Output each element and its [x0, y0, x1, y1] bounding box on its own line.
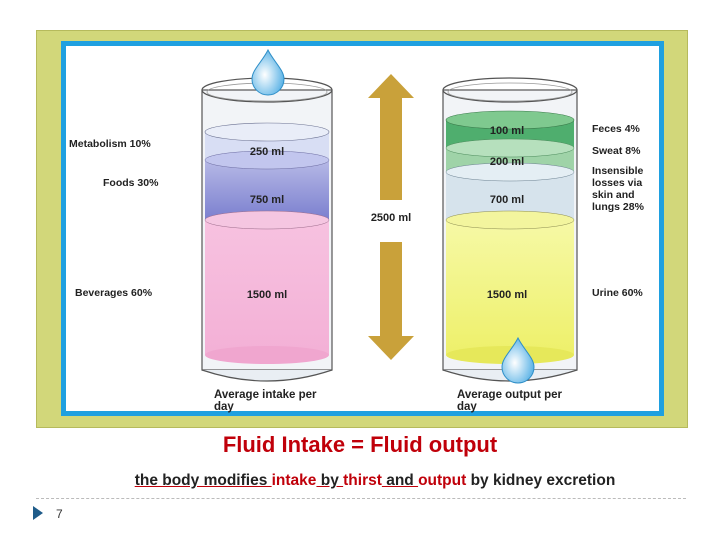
sweat-label: Sweat 8% [592, 145, 641, 157]
intake-cylinder [201, 77, 333, 382]
urine-layer [446, 220, 574, 355]
water-drop-icon [251, 48, 285, 96]
subtitle-part: intake [271, 472, 317, 489]
insensible-label: Insensible losses via skin and lungs 28% [592, 165, 644, 213]
output-cylinder [442, 77, 578, 382]
subtitle-part: and [381, 472, 419, 489]
slide-bullet-icon [33, 506, 43, 520]
subtitle-part: by [316, 472, 344, 489]
foods-layer [205, 160, 329, 220]
footer-divider [36, 498, 686, 499]
metabolism-volume: 250 ml [249, 146, 285, 158]
sweat-volume: 200 ml [489, 156, 525, 168]
total-volume: 2500 ml [370, 212, 412, 224]
double-arrow-icon [368, 74, 414, 360]
foods-label: Foods 30% [103, 177, 159, 189]
subtitle-part: thirst [343, 472, 382, 489]
urine-label: Urine 60% [592, 287, 643, 299]
beverages-label: Beverages 60% [75, 287, 153, 299]
subtitle-part: the body modifies [134, 472, 272, 489]
water-drop-icon [501, 336, 535, 384]
feces-label: Feces 4% [592, 123, 640, 135]
insensible-volume: 700 ml [489, 194, 525, 206]
slide-title: Fluid Intake = Fluid output [222, 432, 498, 457]
metabolism-label: Metabolism 10% [69, 138, 151, 150]
feces-volume: 100 ml [489, 125, 525, 137]
urine-volume: 1500 ml [486, 289, 528, 301]
beverages-volume: 1500 ml [246, 289, 288, 301]
subtitle-part: by kidney excretion [466, 472, 616, 489]
intake-caption: Average intake per day [214, 389, 317, 413]
output-caption: Average output per day [457, 389, 563, 413]
page-number: 7 [56, 507, 63, 521]
foods-volume: 750 ml [249, 194, 285, 206]
slide-subtitle: the body modifies intake by thirst and o… [0, 472, 720, 490]
beverages-layer [205, 220, 329, 355]
subtitle-part: output [418, 472, 467, 489]
